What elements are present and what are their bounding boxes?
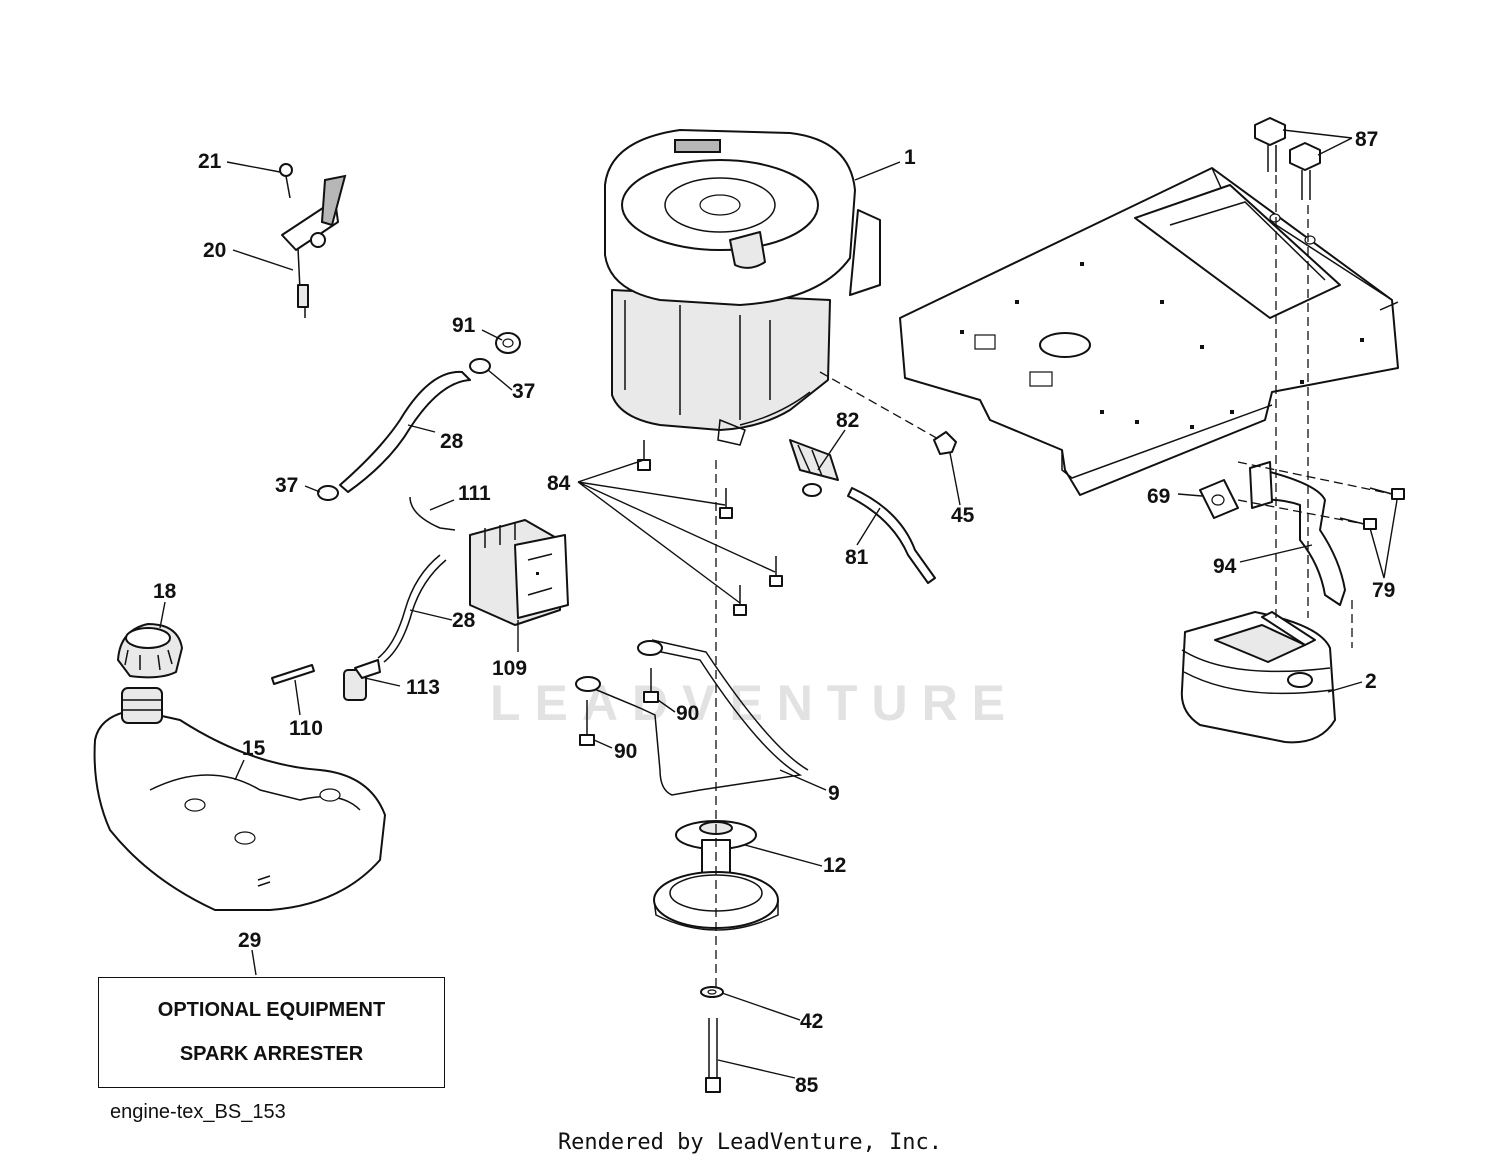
note-line-optional-equipment: OPTIONAL EQUIPMENT bbox=[157, 998, 386, 1021]
fuel-cap[interactable] bbox=[117, 623, 183, 679]
frame[interactable] bbox=[899, 167, 1399, 496]
callout-21: 21 bbox=[198, 150, 222, 173]
bolt-79-a[interactable] bbox=[1369, 487, 1405, 500]
fuel-line-lower[interactable] bbox=[377, 554, 447, 663]
callout-29: 29 bbox=[238, 929, 261, 952]
callout-37-lower: 37 bbox=[275, 474, 298, 497]
callout-20: 20 bbox=[203, 239, 226, 262]
engine[interactable] bbox=[604, 129, 881, 446]
washer-42[interactable] bbox=[700, 986, 724, 998]
fuel-shutoff-113[interactable] bbox=[343, 659, 381, 701]
connector-110[interactable] bbox=[271, 664, 315, 685]
throttle-control[interactable] bbox=[281, 174, 347, 318]
bolt-87-b[interactable] bbox=[1289, 142, 1321, 200]
bolt-87-a[interactable] bbox=[1254, 117, 1286, 172]
callout-18: 18 bbox=[153, 580, 177, 603]
callout-2: 2 bbox=[1365, 670, 1377, 693]
callout-1: 1 bbox=[904, 146, 916, 169]
bolt-84-a[interactable] bbox=[637, 440, 651, 471]
bolt-84-b[interactable] bbox=[719, 488, 733, 519]
callout-91: 91 bbox=[452, 314, 476, 337]
callout-79: 79 bbox=[1372, 579, 1395, 602]
render-credit: Rendered by LeadVenture, Inc. bbox=[557, 1130, 943, 1155]
callout-81: 81 bbox=[845, 546, 869, 569]
fuel-line-upper[interactable] bbox=[339, 370, 471, 493]
callout-9: 9 bbox=[828, 782, 840, 805]
callout-84: 84 bbox=[547, 472, 571, 495]
callout-42: 42 bbox=[800, 1010, 823, 1033]
diagram-id: engine-tex_BS_153 bbox=[110, 1101, 286, 1123]
callout-110: 110 bbox=[289, 717, 323, 740]
callout-113: 113 bbox=[406, 676, 440, 699]
fuel-line-111[interactable] bbox=[409, 496, 456, 531]
bolt-85[interactable] bbox=[705, 1018, 721, 1093]
bolt-90-a[interactable] bbox=[643, 668, 659, 703]
muffler[interactable] bbox=[1180, 611, 1336, 744]
callout-87: 87 bbox=[1355, 128, 1378, 151]
gasket-69[interactable] bbox=[1199, 479, 1239, 519]
bolt-84-d[interactable] bbox=[733, 585, 747, 616]
fuel-tank[interactable] bbox=[93, 687, 386, 911]
callout-15: 15 bbox=[242, 737, 266, 760]
callout-90-lower: 90 bbox=[614, 740, 637, 763]
fitting-91[interactable] bbox=[495, 332, 521, 354]
watermark: LEADVENTURE bbox=[490, 675, 1019, 731]
nut-45[interactable] bbox=[933, 431, 957, 455]
hose-clamp-upper[interactable] bbox=[469, 358, 491, 374]
callout-28-upper: 28 bbox=[440, 430, 464, 453]
bolt-79-b[interactable] bbox=[1339, 517, 1377, 530]
optional-equipment-note: OPTIONAL EQUIPMENT SPARK ARRESTER bbox=[98, 977, 445, 1088]
hose-81[interactable] bbox=[847, 487, 936, 584]
callout-82: 82 bbox=[836, 409, 859, 432]
callout-90-upper: 90 bbox=[676, 702, 699, 725]
callout-12: 12 bbox=[823, 854, 846, 877]
callout-28-lower: 28 bbox=[452, 609, 476, 632]
callout-109: 109 bbox=[492, 657, 527, 680]
bolt-84-c[interactable] bbox=[769, 556, 783, 587]
callout-45: 45 bbox=[951, 504, 975, 527]
screw-21[interactable] bbox=[279, 163, 293, 199]
note-line-spark-arrester: SPARK ARRESTER bbox=[179, 1043, 364, 1066]
callout-85: 85 bbox=[795, 1074, 819, 1097]
breather-82[interactable] bbox=[789, 439, 839, 497]
belt-guide[interactable] bbox=[575, 639, 809, 796]
callout-37-upper: 37 bbox=[512, 380, 535, 403]
fuel-pump[interactable] bbox=[469, 519, 569, 626]
callout-69: 69 bbox=[1147, 485, 1170, 508]
callout-111: 111 bbox=[458, 482, 491, 505]
hose-clamp-lower[interactable] bbox=[317, 485, 339, 501]
exhaust-pipe[interactable] bbox=[1249, 461, 1346, 606]
callout-94: 94 bbox=[1213, 555, 1237, 578]
